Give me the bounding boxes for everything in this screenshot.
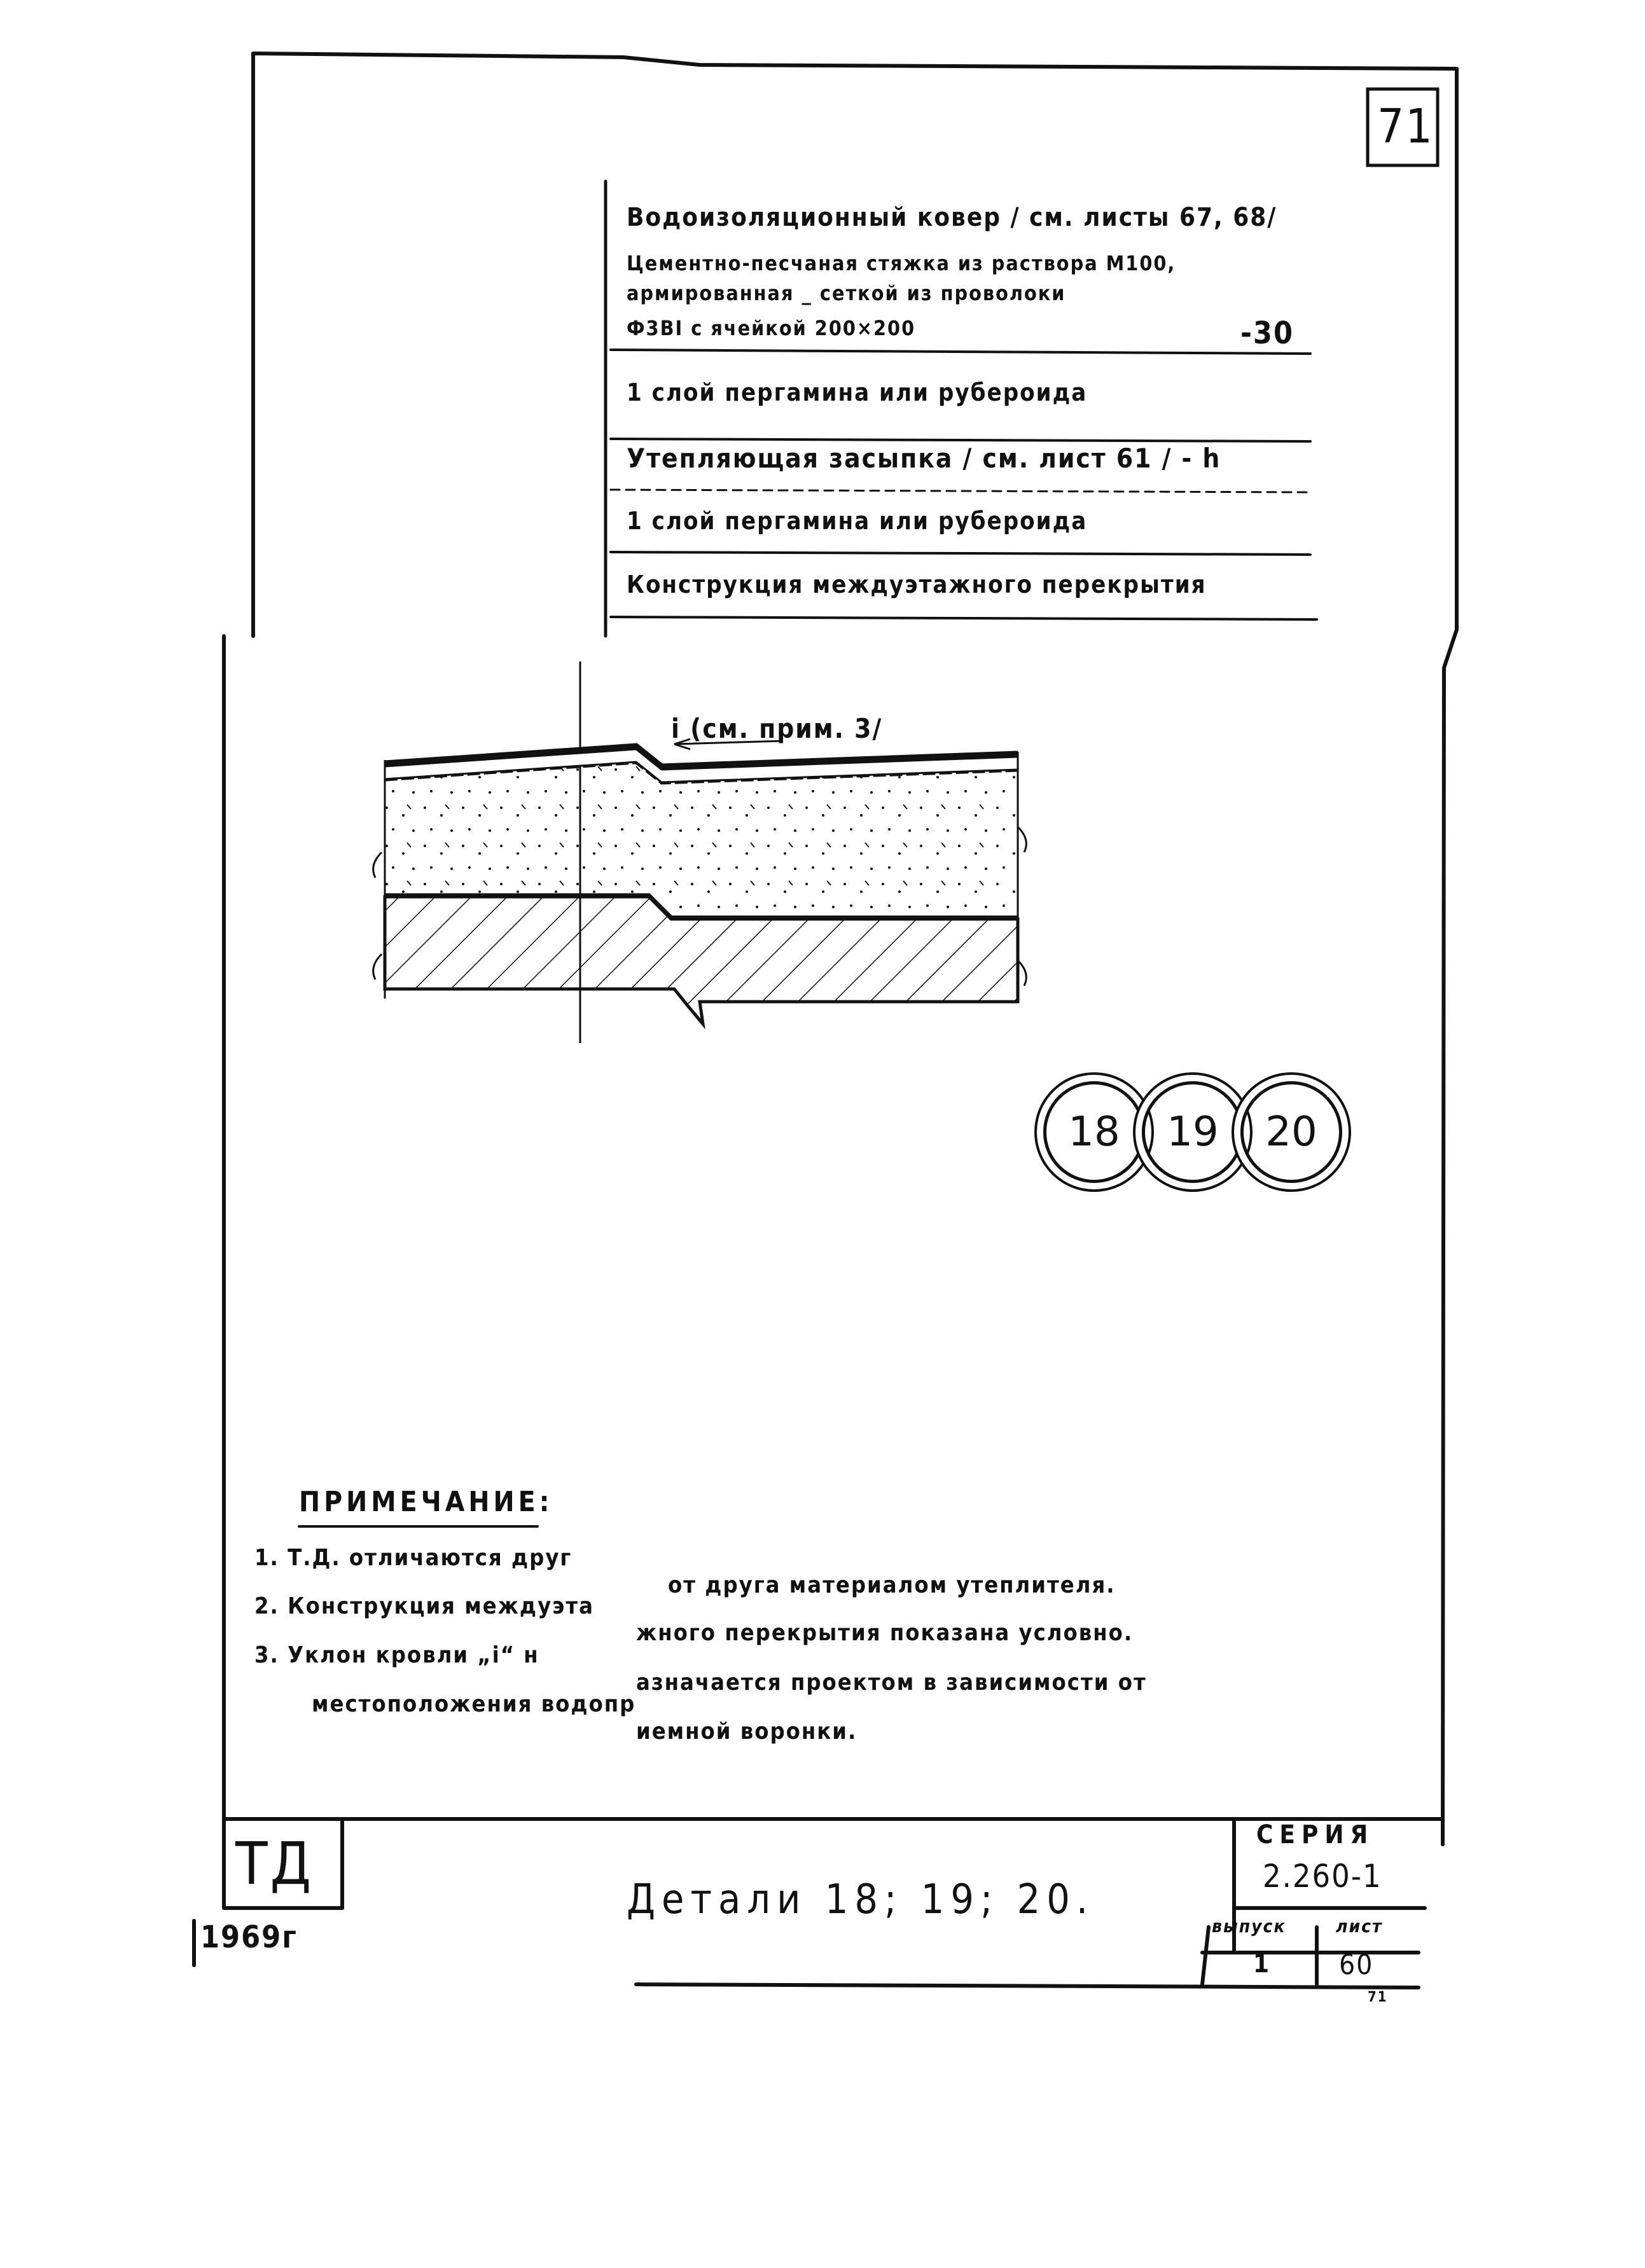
notes-heading: ПРИМЕЧАНИЕ: — [299, 1486, 553, 1518]
detail-marker-18-label: 18 — [1068, 1109, 1120, 1156]
series-value: 2.260-1 — [1263, 1858, 1382, 1895]
legend-item-screed-line3: Ф3ВI с ячейкой 200×200 — [627, 316, 916, 340]
bottom-sheet-mark: 71 — [1368, 1989, 1388, 2005]
note-3b-start: местоположения водопр — [312, 1691, 636, 1717]
note-1-start: 1. Т.Д. отличаются друг — [254, 1545, 573, 1571]
legend-item-vapor-barrier-bottom: 1 слой пергамина или рубероида — [627, 507, 1088, 535]
legend-item-floor-structure: Конструкция междуэтажного перекрытия — [627, 570, 1207, 598]
note-2-start: 2. Конструкция междуэта — [254, 1593, 595, 1619]
detail-marker-18: 18 — [1043, 1081, 1145, 1183]
slope-label: i (см. прим. 3/ — [671, 713, 883, 744]
note-3-start: 3. Уклон кровли „i“ н — [254, 1642, 539, 1668]
note-3b-end: иемной воронки. — [636, 1718, 857, 1745]
note-3-end: азначается проектом в зависимости от — [636, 1670, 1147, 1696]
note-1-end: от друга материалом утеплителя. — [668, 1572, 1116, 1598]
sheet-value: 60 — [1339, 1949, 1374, 1981]
issue-value: 1 — [1253, 1949, 1271, 1979]
legend-screed-thickness: -30 — [1240, 315, 1294, 351]
legend-item-vapor-barrier-top: 1 слой пергамина или рубероида — [627, 378, 1088, 406]
detail-marker-20: 20 — [1240, 1081, 1342, 1183]
sheet-label: лист — [1336, 1916, 1383, 1937]
detail-marker-19-label: 19 — [1167, 1109, 1219, 1156]
issue-label: выпуск — [1212, 1916, 1286, 1937]
legend-item-screed-line2: армированная _ сеткой из проволоки — [627, 281, 1066, 305]
detail-marker-20-label: 20 — [1265, 1109, 1317, 1156]
note-2-end: жного перекрытия показана условно. — [636, 1620, 1134, 1646]
series-label: СЕРИЯ — [1256, 1820, 1375, 1850]
year-stamp: 1969г — [200, 1919, 298, 1955]
document-code: ТД — [235, 1830, 314, 1898]
detail-marker-19: 19 — [1142, 1081, 1244, 1183]
legend-item-insulation: Утепляющая засыпка / см. лист 61 / - h — [627, 443, 1221, 474]
drawing-title: Детали 18; 19; 20. — [627, 1876, 1095, 1923]
legend-item-waterproofing: Водоизоляционный ковер / см. листы 67, 6… — [627, 203, 1277, 232]
corner-sheet-number: 71 — [1377, 99, 1434, 154]
legend-item-screed: Цементно-песчаная стяжка из раствора М10… — [627, 251, 1176, 275]
